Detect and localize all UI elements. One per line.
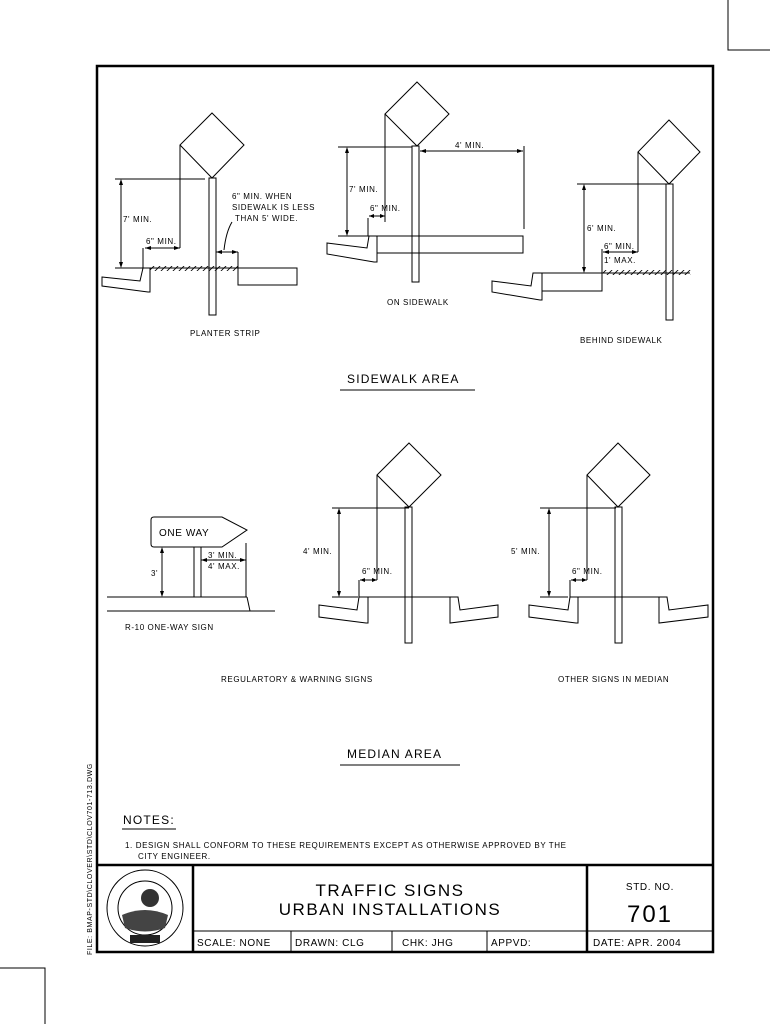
other-signs-detail: 5' MIN. 6" MIN. OTHER SIGNS IN MEDIAN: [511, 442, 709, 684]
note-item: CITY ENGINEER.: [138, 852, 211, 861]
height-label: 7' MIN.: [123, 215, 152, 224]
height-label: 6' MIN.: [587, 224, 616, 233]
note-label: THAN 5' WIDE.: [235, 214, 298, 223]
offset-label: 6" MIN.: [146, 237, 177, 246]
clearance-label: 4' MIN.: [455, 141, 484, 150]
date-field: DATE: APR. 2004: [593, 938, 681, 949]
drawing-title: TRAFFIC SIGNS: [316, 881, 465, 900]
note-label: SIDEWALK IS LESS: [232, 203, 315, 212]
one-way-sign-text: ONE WAY: [159, 528, 209, 539]
file-path: FILE: BMAP-STD\CLOVER\STD\CLOV701-713.DW…: [87, 763, 94, 955]
on-sidewalk-detail: 7' MIN. 6" MIN. 4' MIN. ON SIDEWALK: [326, 81, 525, 307]
approved-field: APPVD:: [491, 938, 531, 949]
note-item: 1. DESIGN SHALL CONFORM TO THESE REQUIRE…: [125, 841, 567, 850]
city-seal-logo: [106, 869, 184, 947]
note-label: 6" MIN. WHEN: [232, 192, 292, 201]
height-label: 7' MIN.: [349, 185, 378, 194]
drawing-subtitle: URBAN INSTALLATIONS: [279, 900, 501, 919]
offset-label: 1' MAX.: [604, 256, 636, 265]
offset-label: 6" MIN.: [572, 567, 603, 576]
offset-label: 6" MIN.: [604, 242, 635, 251]
checked-field: CHK: JHG: [402, 938, 453, 949]
planter-strip-detail: 7' MIN. 6" MIN. 6" MIN. WHEN SIDEWALK IS…: [101, 112, 315, 338]
section-title-median: MEDIAN AREA: [347, 747, 442, 761]
drawn-field: DRAWN: CLG: [295, 938, 365, 949]
detail-caption: R-10 ONE-WAY SIGN: [125, 623, 214, 632]
offset-label: 4' MAX.: [208, 562, 240, 571]
regulatory-detail: 4' MIN. 6" MIN. REGULARTORY & WARNING SI…: [221, 442, 499, 684]
offset-label: 6" MIN.: [362, 567, 393, 576]
std-label: STD. NO.: [626, 882, 674, 893]
detail-caption: PLANTER STRIP: [190, 329, 260, 338]
height-label: 4' MIN.: [303, 547, 332, 556]
section-title-sidewalk: SIDEWALK AREA: [347, 372, 460, 386]
detail-caption: OTHER SIGNS IN MEDIAN: [558, 675, 669, 684]
offset-label: 6" MIN.: [370, 204, 401, 213]
behind-sidewalk-detail: 6' MIN. 6" MIN. 1' MAX. BEHIND SIDEWALK: [491, 119, 701, 345]
detail-caption: REGULARTORY & WARNING SIGNS: [221, 675, 373, 684]
title-block: TRAFFIC SIGNS URBAN INSTALLATIONS STD. N…: [97, 863, 713, 952]
detail-caption: ON SIDEWALK: [387, 298, 449, 307]
height-label: 5' MIN.: [511, 547, 540, 556]
std-number: 701: [627, 901, 673, 928]
sheet-border: [95, 64, 715, 954]
offset-label: 3' MIN.: [208, 551, 237, 560]
scale-field: SCALE: NONE: [197, 938, 271, 949]
one-way-detail: ONE WAY 3' 3' MIN. 4' MAX. R-10 ONE-WAY …: [107, 516, 275, 632]
detail-caption: BEHIND SIDEWALK: [580, 336, 663, 345]
height-label: 3': [151, 569, 158, 578]
notes-heading: NOTES:: [123, 813, 175, 827]
